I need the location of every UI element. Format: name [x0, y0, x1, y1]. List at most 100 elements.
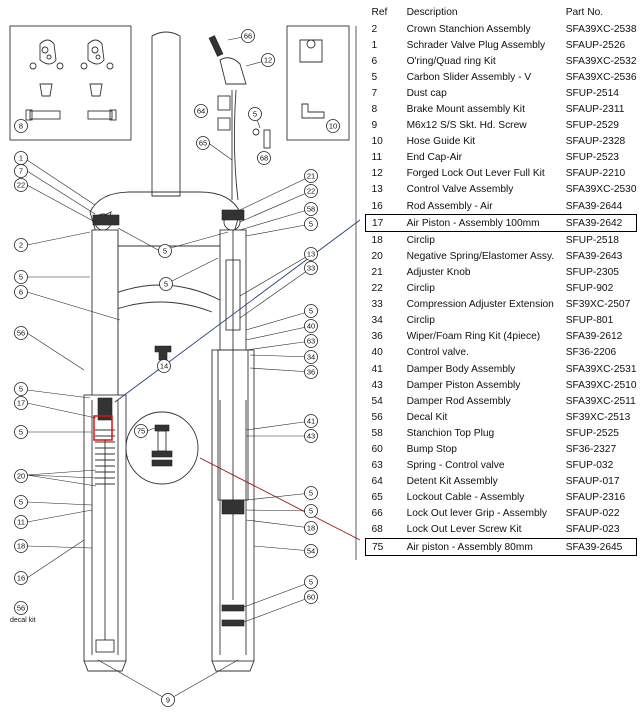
callout-5-right-c: 5 — [304, 486, 318, 500]
right-leg-damper — [211, 209, 255, 672]
callout-11: 11 — [14, 515, 28, 529]
row-part-no: SFA39-2612 — [565, 331, 623, 343]
callout-5-mid-b: 5 — [159, 277, 173, 291]
row-ref: 11 — [371, 152, 383, 164]
row-description: Circlip — [406, 283, 435, 295]
row-part-no: SFAUP-022 — [565, 508, 620, 520]
callout-9: 9 — [161, 693, 175, 707]
row-description: Lock Out Lever Screw Kit — [406, 524, 522, 536]
svg-text:13: 13 — [307, 250, 315, 259]
row-part-no: SFA39XC-2511 — [565, 395, 636, 407]
leader-lines — [26, 35, 312, 701]
callout-5-top: 5 — [248, 107, 262, 121]
row-description: Detent Kit Assembly — [406, 476, 498, 488]
row-description: Carbon Slider Assembly - V — [406, 71, 532, 83]
svg-text:43: 43 — [307, 432, 315, 441]
table-row: 11 End Cap-Air SFUP-2523 — [366, 150, 637, 166]
row-ref: 13 — [371, 184, 383, 196]
row-ref: 9 — [371, 120, 378, 132]
row-ref: 6 — [371, 55, 378, 67]
row-description: Damper Piston Assembly — [406, 379, 521, 391]
row-part-no: SFA39XC-2536 — [565, 71, 637, 83]
row-description: Wiper/Foam Ring Kit (4piece) — [406, 331, 541, 343]
callout-7: 7 — [14, 164, 28, 178]
row-ref: 34 — [371, 315, 383, 327]
row-part-no: SFUP-2305 — [565, 266, 619, 278]
row-description: Spring - Control valve — [406, 460, 505, 472]
row-ref: 20 — [371, 250, 383, 262]
row-description: End Cap-Air — [406, 152, 463, 164]
row-description: Stanchion Top Plug — [406, 427, 495, 439]
row-ref: 36 — [371, 331, 383, 343]
row-part-no: SF39XC-2513 — [565, 411, 631, 423]
svg-text:8: 8 — [19, 122, 23, 131]
callout-10: 10 — [326, 119, 340, 133]
row-part-no: SFUP-2523 — [565, 152, 619, 164]
kit-box-hose-guide — [286, 25, 350, 141]
row-ref: 33 — [371, 299, 383, 311]
row-description: Lockout Cable - Assembly — [406, 492, 525, 504]
callout-56-upper: 56 — [14, 326, 28, 340]
table-row: 36 Wiper/Foam Ring Kit (4piece) SFA39-2612 — [366, 329, 637, 345]
svg-text:5: 5 — [309, 307, 313, 316]
row-part-no: SFUP-032 — [565, 460, 614, 472]
header-ref: Ref — [371, 7, 388, 18]
lockout-assembly — [208, 35, 271, 201]
row-part-no: SFA39-2643 — [565, 250, 623, 262]
svg-text:5: 5 — [309, 489, 313, 498]
svg-text:58: 58 — [307, 205, 315, 214]
row-description: Dust cap — [406, 87, 447, 99]
row-description: Control Valve Assembly — [406, 184, 514, 196]
svg-text:63: 63 — [307, 337, 315, 346]
row-description: Forged Lock Out Lever Full Kit — [406, 168, 545, 180]
row-part-no: SFA39XC-2510 — [565, 379, 637, 391]
callout-5-right-d: 5 — [304, 504, 318, 518]
svg-text:18: 18 — [17, 542, 25, 551]
callout-12: 12 — [261, 53, 275, 67]
parts-table-header: Ref Description Part No. — [366, 4, 637, 21]
left-leg-air — [83, 214, 127, 672]
row-ref: 40 — [371, 347, 383, 359]
callout-13: 13 — [304, 247, 318, 261]
row-part-no: SFA39-2644 — [565, 200, 623, 212]
row-description: Negative Spring/Elastomer Assy. — [406, 250, 555, 262]
callout-34: 34 — [304, 350, 318, 364]
callout-75: 75 — [134, 424, 148, 438]
row-ref: 22 — [371, 283, 383, 295]
row-description: Damper Rod Assembly — [406, 395, 511, 407]
svg-text:41: 41 — [307, 417, 315, 426]
row-ref: 54 — [371, 395, 383, 407]
callout-64: 64 — [194, 104, 208, 118]
callout-63: 63 — [304, 334, 318, 348]
row-part-no: SFUP-2514 — [565, 87, 619, 99]
svg-text:34: 34 — [307, 353, 315, 362]
svg-text:22: 22 — [307, 187, 315, 196]
callout-54: 54 — [304, 544, 318, 558]
callout-68: 68 — [257, 151, 271, 165]
callout-33: 33 — [304, 261, 318, 275]
svg-text:10: 10 — [329, 122, 337, 131]
row-ref: 65 — [371, 492, 383, 504]
svg-text:5: 5 — [309, 220, 313, 229]
callout-1: 1 — [14, 151, 28, 165]
row-ref: 64 — [371, 476, 383, 488]
row-part-no: SFA39XC-2538 — [565, 23, 637, 35]
row-ref: 10 — [371, 136, 383, 148]
row-part-no: SFAUP-017 — [565, 476, 620, 488]
callout-58: 58 — [304, 202, 318, 216]
svg-text:5: 5 — [19, 273, 23, 282]
row-part-no: SFA39XC-2530 — [565, 184, 637, 196]
svg-text:64: 64 — [197, 107, 205, 116]
callout-18-right: 18 — [304, 521, 318, 535]
row-part-no: SF39XC-2507 — [565, 299, 631, 311]
